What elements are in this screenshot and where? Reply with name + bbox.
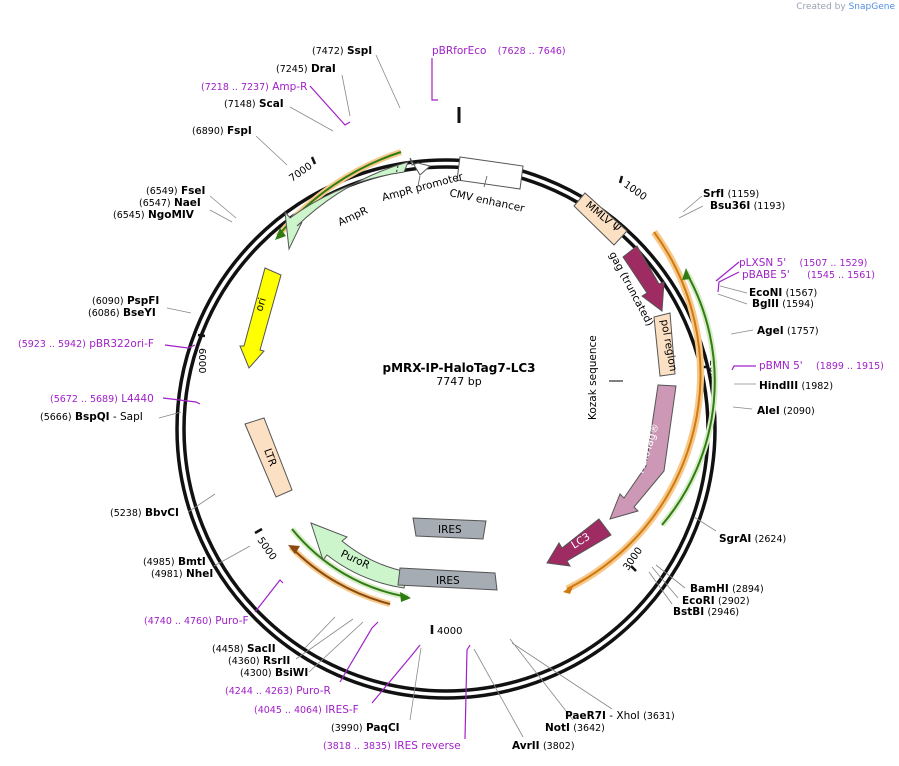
primer-pbr322ori-f: (5923 .. 5942) pBR322ori-F xyxy=(18,338,154,350)
feature-halotag[interactable] xyxy=(609,384,677,520)
enzyme-agei: AgeI (1757) xyxy=(757,325,819,337)
feature-mmlv-psi[interactable] xyxy=(573,192,628,246)
tick-4000: 4000 xyxy=(430,625,462,637)
primer-leaders xyxy=(162,58,756,740)
orf-arrowhead-right xyxy=(563,584,574,594)
watermark: Created by SnapGene xyxy=(796,2,895,12)
enzyme-bamhi: BamHI (2894) xyxy=(690,583,764,595)
label-kozak: Kozak sequence xyxy=(587,335,599,420)
label-ires-2: IRES xyxy=(436,575,460,587)
enzyme-scai: (7148) ScaI xyxy=(224,98,284,110)
label-ltr: LTR xyxy=(261,447,278,468)
primer-puro-r: (4244 .. 4263) Puro-R xyxy=(225,685,331,697)
primer-plxsn-5: pLXSN 5' (1507 .. 1529) xyxy=(739,257,867,269)
enzyme-bsu36i: Bsu36I (1193) xyxy=(710,200,785,212)
enzyme-bspqi: (5666) BspQI - SapI xyxy=(40,411,143,423)
feature-lc3[interactable] xyxy=(546,518,612,567)
svg-text:7000: 7000 xyxy=(287,161,314,185)
enzyme-bglii: BglII (1594) xyxy=(752,298,814,310)
label-ampr: AmpR xyxy=(336,205,370,229)
label-ori: ori xyxy=(253,296,268,313)
label-ires-1: IRES xyxy=(438,524,462,536)
svg-text:4000: 4000 xyxy=(437,626,462,637)
enzyme-fspi: (6890) FspI xyxy=(192,125,252,137)
svg-text:6000: 6000 xyxy=(196,348,207,373)
feature-puror[interactable] xyxy=(310,522,408,589)
feature-gag[interactable] xyxy=(622,245,665,312)
tick-6000: 6000 xyxy=(196,333,207,373)
orf-arc-halotag xyxy=(661,271,716,526)
primer-ires-reverse: (3818 .. 3835) IRES reverse xyxy=(323,740,461,752)
enzyme-bbvci: (5238) BbvCI xyxy=(110,507,179,519)
enzyme-sspi: (7472) SspI xyxy=(312,45,372,57)
primer-ires-f: (4045 .. 4064) IRES-F xyxy=(254,704,359,716)
orf-arrowhead-puror xyxy=(400,592,411,602)
enzyme-bsiwi: (4300) BsiWI xyxy=(240,667,308,679)
primer-labels: pBRforEco (7628 .. 7646) (7218 .. 7237) … xyxy=(18,45,884,752)
backbone-outer xyxy=(175,158,717,700)
enzyme-noti: NotI (3642) xyxy=(545,722,605,734)
enzyme-bstbi: BstBI (2946) xyxy=(673,606,739,618)
primer-amp-r: (7218 .. 7237) Amp-R xyxy=(201,81,307,93)
feature-ori[interactable] xyxy=(239,267,282,369)
enzyme-alei: AleI (2090) xyxy=(757,405,815,417)
enzyme-sgrai: SgrAI (2624) xyxy=(719,533,786,545)
orf-arrowhead-halotag xyxy=(682,268,691,280)
enzyme-nhei: (4981) NheI xyxy=(151,568,213,580)
orf-arc-puror xyxy=(291,528,409,598)
enzyme-leaders xyxy=(158,54,756,738)
enzyme-fsei: (6549) FseI xyxy=(146,185,205,197)
snapgene-logo: SnapGene xyxy=(848,2,895,12)
primer-pbmn-5: pBMN 5' (1899 .. 1915) xyxy=(759,360,884,372)
enzyme-pspfi: (6090) PspFI xyxy=(92,295,159,307)
enzyme-bseyi: (6086) BseYI xyxy=(88,307,156,319)
tick-5000: 5000 xyxy=(254,527,279,563)
enzyme-hindiii: HindIII (1982) xyxy=(759,380,833,392)
enzyme-drai: (7245) DraI xyxy=(276,63,336,75)
enzyme-srfi: SrfI (1159) xyxy=(703,188,759,200)
feature-ires-1[interactable] xyxy=(412,517,487,540)
enzyme-paqci: (3990) PaqCI xyxy=(331,722,400,734)
enzyme-naei: (6547) NaeI xyxy=(139,197,201,209)
enzyme-rsrii: (4360) RsrII xyxy=(228,655,290,667)
feature-ltr[interactable] xyxy=(244,417,293,498)
label-cmv-enhancer: CMV enhancer xyxy=(448,187,526,215)
feature-ampr[interactable] xyxy=(284,161,409,251)
primer-pbrforeco: pBRforEco (7628 .. 7646) xyxy=(432,45,566,57)
orf-arc-right xyxy=(566,231,702,590)
enzyme-sacii: (4458) SacII xyxy=(212,643,276,655)
enzyme-econi: EcoNI (1567) xyxy=(749,287,817,299)
feature-pol-region[interactable] xyxy=(653,312,676,377)
feature-cmv-enhancer[interactable] xyxy=(456,156,524,190)
svg-text:1000: 1000 xyxy=(621,179,648,203)
tick-1000: 1000 xyxy=(618,175,648,203)
enzyme-avrii: AvrII (3802) xyxy=(512,740,575,752)
feature-ampr-promoter[interactable] xyxy=(409,157,432,176)
plasmid-size: 7747 bp xyxy=(436,375,481,388)
enzyme-ecori: EcoRI (2902) xyxy=(682,595,750,607)
svg-text:5000: 5000 xyxy=(255,535,279,562)
enzyme-ngomiv: (6545) NgoMIV xyxy=(113,209,195,221)
orf-arc-puror-outer xyxy=(290,546,391,605)
primer-l4440: (5672 .. 5689) L4440 xyxy=(50,393,154,405)
primer-puro-f: (4740 .. 4760) Puro-F xyxy=(144,615,249,627)
tick-7000: 7000 xyxy=(287,156,317,185)
primer-pbabe-5: pBABE 5' (1545 .. 1561) xyxy=(742,269,875,281)
orf-arrowhead-puror-outer xyxy=(288,545,300,554)
feature-ires-2[interactable] xyxy=(397,567,498,591)
enzyme-bmti: (4985) BmtI xyxy=(143,556,206,568)
plasmid-name: pMRX-IP-HaloTag7-LC3 xyxy=(382,361,535,375)
enzyme-paer7i: PaeR7I - XhoI (3631) xyxy=(565,710,675,722)
enzyme-labels: (7472) SspI (7245) DraI (7148) ScaI (689… xyxy=(40,45,833,752)
orf-arrowhead-ampr xyxy=(275,228,286,240)
